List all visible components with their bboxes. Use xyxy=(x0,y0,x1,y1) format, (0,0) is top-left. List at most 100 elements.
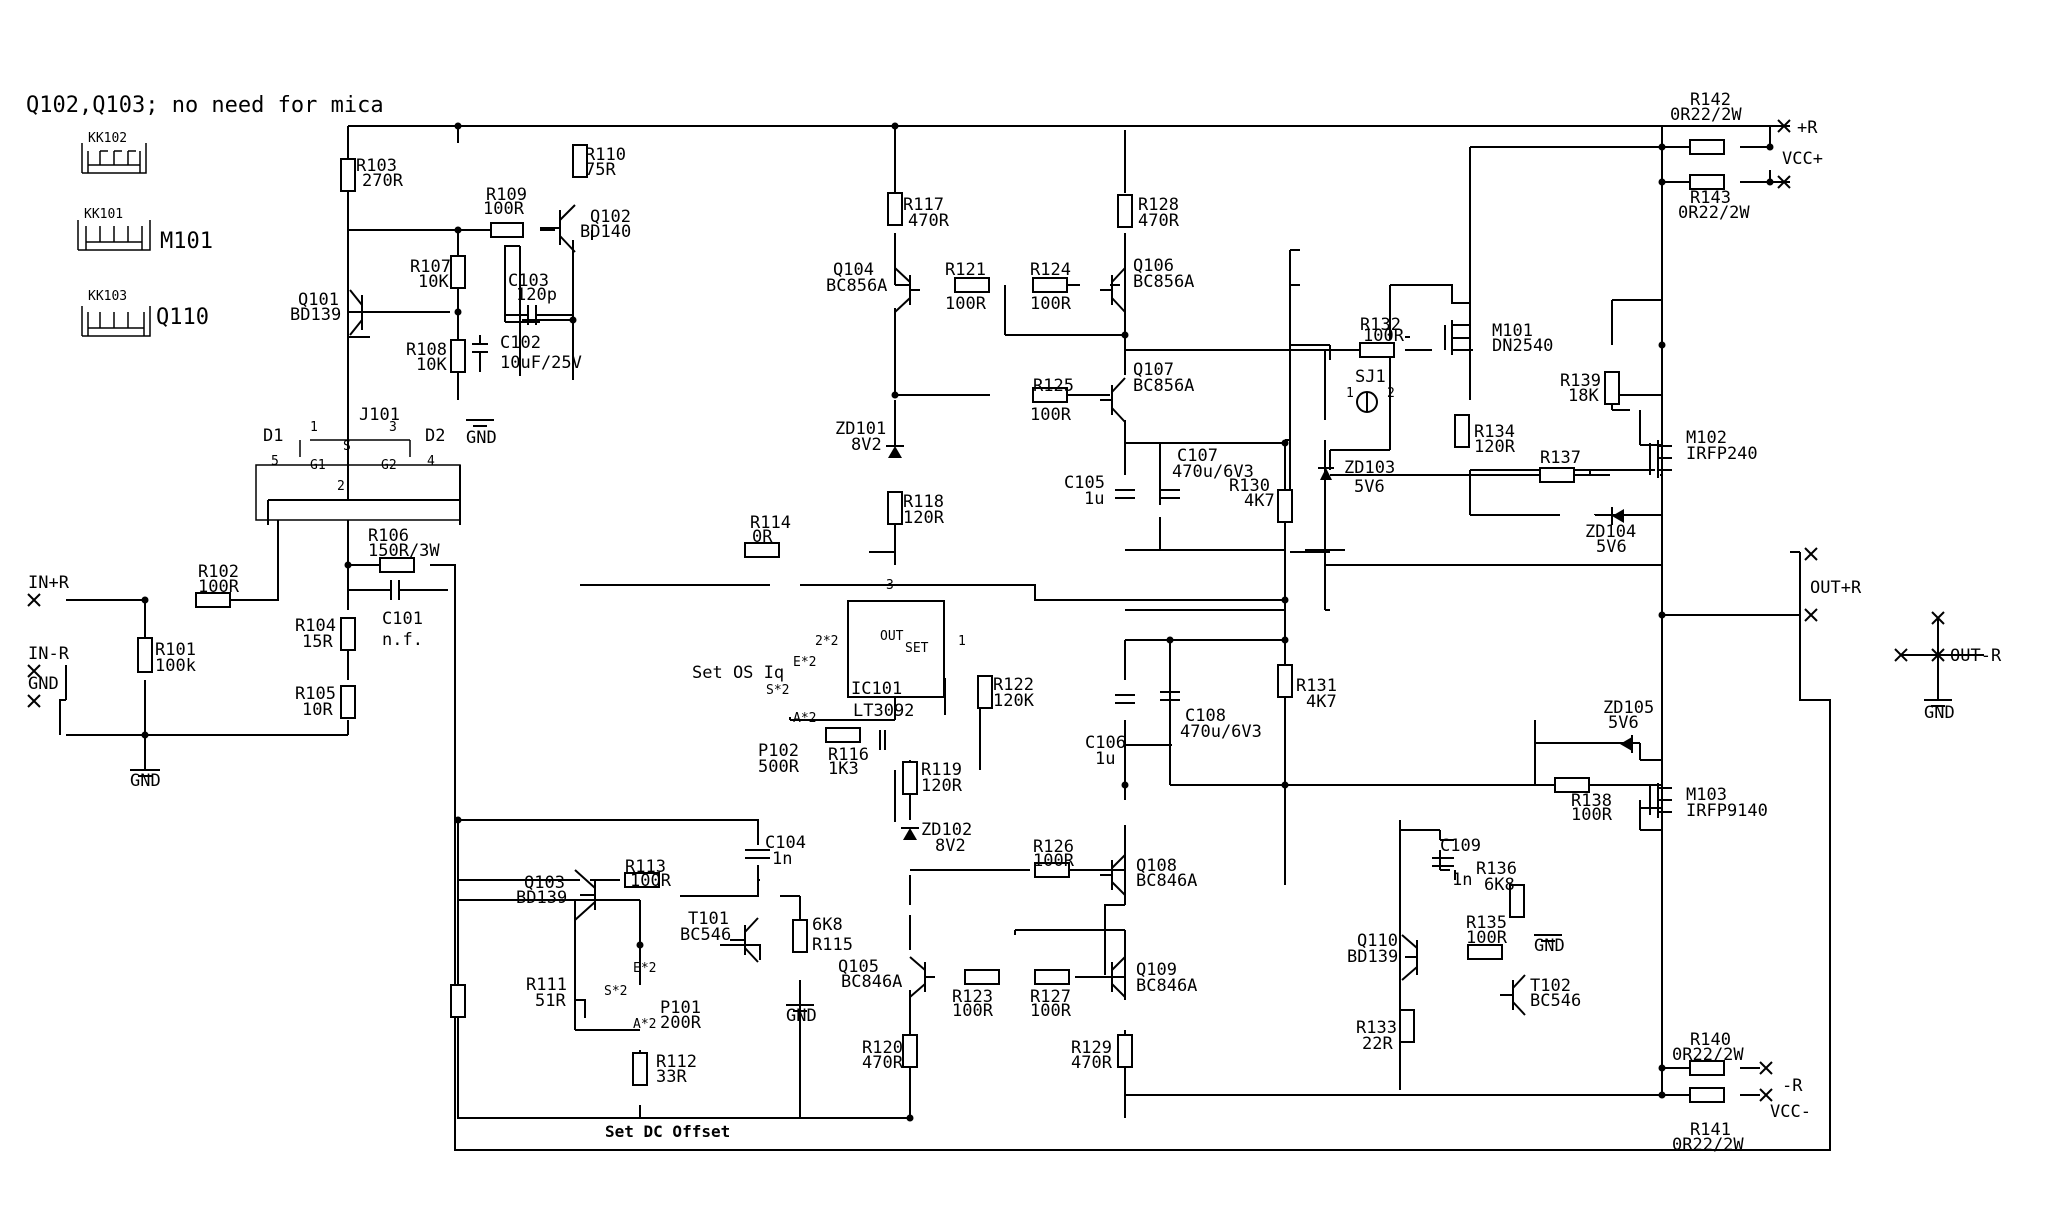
svg-text:100R: 100R xyxy=(952,1001,994,1021)
svg-text:R110: R110 xyxy=(585,145,626,165)
resistor-r132 xyxy=(1359,342,1395,358)
set-dc-note: Set DC Offset xyxy=(605,1122,730,1141)
svg-text:BC856A: BC856A xyxy=(1133,376,1194,396)
svg-text:5V6: 5V6 xyxy=(1596,537,1627,557)
j101: D1 D2 J101 S G1 G2 xyxy=(255,405,461,521)
zener-diodes xyxy=(886,445,1633,840)
capacitor-c103 xyxy=(505,305,573,325)
svg-text:R111: R111 xyxy=(526,975,567,995)
resistor-r105 xyxy=(340,685,356,719)
svg-text:4K7: 4K7 xyxy=(1306,692,1337,712)
svg-text:IN-R: IN-R xyxy=(28,644,70,664)
capacitor-c106 xyxy=(1115,694,1135,704)
svg-text:10uF/25V: 10uF/25V xyxy=(500,353,582,373)
svg-text:R116: R116 xyxy=(828,745,869,765)
svg-text:470R: 470R xyxy=(862,1053,904,1073)
heatsink-kk103: KK103 Q110 xyxy=(81,289,209,337)
svg-text:BD139: BD139 xyxy=(516,888,567,908)
svg-text:5V6: 5V6 xyxy=(1608,713,1639,733)
resistor-r111 xyxy=(450,984,466,1018)
svg-text:ZD105: ZD105 xyxy=(1603,698,1654,718)
svg-text:OUT+R: OUT+R xyxy=(1810,578,1862,598)
svg-text:51R: 51R xyxy=(535,991,566,1011)
svg-text:18K: 18K xyxy=(1568,386,1599,406)
svg-text:R132: R132 xyxy=(1360,315,1401,335)
svg-text:120K: 120K xyxy=(993,691,1035,711)
svg-text:5V6: 5V6 xyxy=(1354,477,1385,497)
resistor-r138 xyxy=(1554,777,1590,793)
svg-text:100R: 100R xyxy=(1030,1001,1072,1021)
svg-text:Q102: Q102 xyxy=(590,207,631,227)
capacitor-c108 xyxy=(1160,691,1180,701)
resistor-r135 xyxy=(1467,944,1503,960)
resistor-r131 xyxy=(1277,664,1293,698)
svg-text:R143: R143 xyxy=(1690,188,1731,208)
svg-text:Q103: Q103 xyxy=(524,873,565,893)
wiring xyxy=(59,125,1831,1151)
svg-text:2*2: 2*2 xyxy=(815,634,838,649)
svg-text:C106: C106 xyxy=(1085,733,1126,753)
capacitor-c101 xyxy=(348,580,448,600)
svg-text:22R: 22R xyxy=(1362,1034,1393,1054)
terminal-out-minus xyxy=(1894,611,1984,700)
mosfet-m102 xyxy=(1649,440,1672,478)
svg-text:T101: T101 xyxy=(688,909,729,929)
svg-text:1u: 1u xyxy=(1084,489,1104,509)
terminal-minus-r xyxy=(1759,1061,1773,1075)
transistors xyxy=(348,204,1526,1016)
svg-text:470R: 470R xyxy=(908,211,950,231)
svg-text:R106: R106 xyxy=(368,526,409,546)
svg-text:ZD102: ZD102 xyxy=(921,820,972,840)
svg-text:+R: +R xyxy=(1797,118,1818,138)
resistor-r117 xyxy=(887,192,903,226)
svg-text:OUT-R: OUT-R xyxy=(1950,646,2002,666)
svg-text:100k: 100k xyxy=(155,656,196,676)
svg-text:100R: 100R xyxy=(1030,405,1072,425)
mosfets xyxy=(1444,305,1672,818)
svg-text:Q104: Q104 xyxy=(833,260,874,280)
svg-text:IRFP240: IRFP240 xyxy=(1686,444,1758,464)
svg-text:470u/6V3: 470u/6V3 xyxy=(1172,462,1254,482)
svg-text:GND: GND xyxy=(466,428,497,448)
svg-text:BC846A: BC846A xyxy=(1136,871,1197,891)
svg-text:R103: R103 xyxy=(356,156,397,176)
svg-text:R131: R131 xyxy=(1296,676,1337,696)
resistor-r116 xyxy=(825,727,861,743)
resistor-r120 xyxy=(902,1034,918,1068)
heatsink-kk101: KK101 M101 xyxy=(77,207,213,254)
svg-text:3: 3 xyxy=(886,578,894,593)
svg-text:M103: M103 xyxy=(1686,785,1727,805)
svg-text:R125: R125 xyxy=(1033,376,1074,396)
svg-text:R107: R107 xyxy=(410,257,451,277)
svg-text:KK101: KK101 xyxy=(84,207,123,222)
svg-text:6K8: 6K8 xyxy=(1484,875,1515,895)
svg-text:T102: T102 xyxy=(1530,976,1571,996)
svg-text:R102: R102 xyxy=(198,562,239,582)
svg-text:1: 1 xyxy=(958,634,966,649)
svg-text:R135: R135 xyxy=(1466,913,1507,933)
svg-text:100R: 100R xyxy=(1363,326,1405,346)
svg-text:R101: R101 xyxy=(155,640,196,660)
svg-text:8V2: 8V2 xyxy=(851,435,882,455)
svg-text:D2: D2 xyxy=(425,426,445,446)
resistor-r129 xyxy=(1117,1034,1133,1068)
svg-text:1: 1 xyxy=(310,420,318,435)
resistor-r103 xyxy=(340,158,356,192)
resistor-r122 xyxy=(977,675,993,709)
svg-text:C107: C107 xyxy=(1177,446,1218,466)
svg-text:0R: 0R xyxy=(752,527,773,547)
svg-text:Q108: Q108 xyxy=(1136,856,1177,876)
svg-text:G2: G2 xyxy=(381,458,397,473)
svg-text:A*2: A*2 xyxy=(793,711,816,726)
svg-text:R112: R112 xyxy=(656,1052,697,1072)
svg-text:R141: R141 xyxy=(1690,1120,1731,1140)
svg-text:100R: 100R xyxy=(630,871,672,891)
svg-text:IRFP9140: IRFP9140 xyxy=(1686,801,1768,821)
resistor-r104 xyxy=(340,617,356,651)
svg-text:VCC+: VCC+ xyxy=(1782,149,1823,169)
svg-text:R126: R126 xyxy=(1033,837,1074,857)
svg-text:R142: R142 xyxy=(1690,90,1731,110)
svg-text:R109: R109 xyxy=(486,185,527,205)
ic101: OUT SET IC101 LT3092 xyxy=(847,600,945,721)
